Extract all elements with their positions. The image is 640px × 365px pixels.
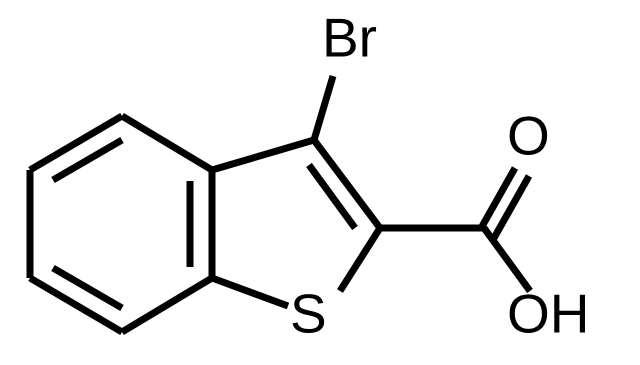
thiophene-ring — [210, 136, 383, 310]
bond-c3a-c3 — [211, 136, 315, 174]
double-bond-inner-bottom-left — [51, 264, 124, 312]
hydroxyl-label: OH — [507, 283, 590, 345]
bond-benzene-top-right — [120, 112, 214, 174]
bond-c3-c2 — [311, 137, 383, 231]
carbonyl-oxygen-label: O — [507, 105, 550, 167]
bond-benzene-top-left — [28, 112, 124, 174]
bond-benzene-bottom-left — [28, 274, 124, 336]
bond-c3-bromine — [310, 75, 337, 141]
bond-c2-sulfur — [337, 226, 383, 293]
double-bond-inner-top-left — [51, 136, 124, 184]
bond-carboxyl-carbonyl-b — [490, 174, 533, 240]
bond-benzene-bottom-right — [120, 274, 214, 336]
bond-carboxyl-hydroxyl — [481, 225, 533, 294]
bromine-label: Br — [322, 7, 377, 69]
double-bond-inner-c3-c2 — [306, 162, 358, 231]
bond-carboxyl-carbonyl-a — [476, 166, 519, 232]
benzene-ring — [26, 112, 216, 336]
sulfur-label: S — [290, 283, 327, 345]
bond-sulfur-c7a — [210, 274, 290, 310]
